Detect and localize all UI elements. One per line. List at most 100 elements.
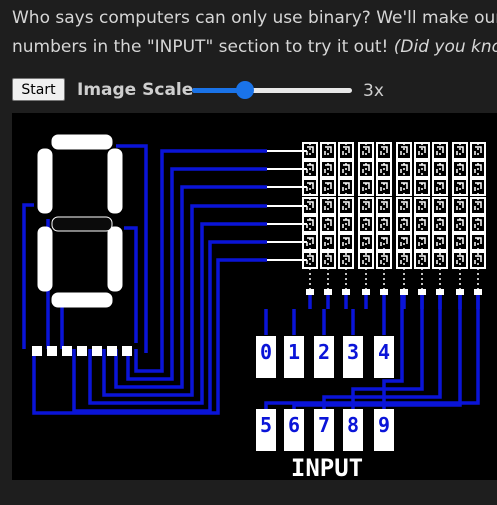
input-digit-1[interactable]: 1	[284, 336, 304, 378]
input-digit-2-label: 2	[318, 340, 330, 364]
output-pin	[436, 289, 444, 295]
output-pin	[474, 289, 482, 295]
segment-e	[37, 226, 53, 292]
matrix-gate	[362, 219, 370, 228]
input-digit-2[interactable]: 2	[314, 336, 334, 378]
matrix-cell	[396, 160, 412, 178]
matrix-cell	[432, 215, 448, 233]
matrix-cell	[396, 142, 412, 160]
matrix-gate	[362, 237, 370, 246]
output-pin	[306, 289, 314, 295]
matrix-gate	[456, 201, 464, 210]
matrix-gate	[306, 201, 314, 210]
output-pin	[418, 289, 426, 295]
input-digit-3[interactable]: 3	[343, 336, 363, 378]
matrix-gate	[436, 146, 444, 155]
matrix-cell	[338, 178, 354, 196]
output-pin	[342, 289, 350, 295]
wire-link-5	[124, 226, 138, 343]
matrix-cell	[338, 197, 354, 215]
image-scale-slider[interactable]	[192, 80, 354, 100]
input-digit-1-body	[284, 336, 304, 378]
matrix-cell	[320, 160, 336, 178]
matrix-cell	[376, 233, 392, 251]
input-digit-8-label: 8	[347, 413, 359, 437]
segment-pin-0	[32, 346, 42, 356]
matrix-cell	[470, 215, 486, 233]
intro-line-1: Who says computers can only use binary? …	[12, 8, 497, 28]
matrix-cell	[432, 142, 448, 160]
matrix-gate	[380, 182, 388, 191]
slider-thumb[interactable]	[235, 81, 254, 99]
input-digit-8[interactable]: 8	[343, 409, 363, 451]
matrix-cell	[376, 197, 392, 215]
input-digit-0[interactable]: 0	[256, 336, 276, 378]
segment-a	[51, 134, 113, 150]
matrix-gate	[324, 255, 332, 264]
input-digit-9-label: 9	[378, 413, 390, 437]
input-digit-9-body	[374, 409, 394, 451]
matrix-gate	[400, 255, 408, 264]
wire-btn-6	[292, 293, 462, 409]
decoder-matrix	[267, 142, 486, 291]
matrix-cell	[470, 142, 486, 160]
segment-pin-5	[107, 346, 117, 356]
input-digit-3-body	[343, 336, 363, 378]
intro-line-2-aside: (Did you know	[393, 37, 497, 57]
controls-bar: Start Image Scale 3x	[12, 77, 492, 104]
output-pin	[456, 289, 464, 295]
input-digit-2-body	[314, 336, 334, 378]
matrix-cell	[414, 215, 430, 233]
segment-pin-3	[77, 346, 87, 356]
matrix-cell	[320, 233, 336, 251]
input-digit-7-label: 7	[318, 413, 330, 437]
input-digit-6[interactable]: 6	[284, 409, 304, 451]
matrix-gate	[362, 164, 370, 173]
matrix-gate	[474, 146, 482, 155]
matrix-cell	[470, 160, 486, 178]
wire-seg-a	[134, 149, 267, 373]
matrix-cell	[320, 197, 336, 215]
segment-pin-6	[122, 346, 132, 356]
matrix-cell	[452, 142, 468, 160]
wire-btn-9	[382, 293, 404, 409]
matrix-cell	[376, 142, 392, 160]
input-digit-4-label: 4	[378, 340, 390, 364]
matrix-gate	[342, 255, 350, 264]
matrix-gate	[362, 255, 370, 264]
segment-pin-1	[47, 346, 57, 356]
matrix-cell	[320, 142, 336, 160]
input-digit-4[interactable]: 4	[374, 336, 394, 378]
input-digit-5[interactable]: 5	[256, 409, 276, 451]
matrix-gate	[362, 146, 370, 155]
start-button[interactable]: Start	[12, 78, 65, 101]
input-digit-7[interactable]: 7	[314, 409, 334, 451]
matrix-gate	[400, 237, 408, 246]
wire-seg-e	[88, 222, 267, 405]
input-digit-0-body	[256, 336, 276, 378]
matrix-gate	[400, 201, 408, 210]
matrix-gate	[474, 164, 482, 173]
matrix-cell	[452, 233, 468, 251]
wire-seg-f	[72, 240, 267, 413]
input-label: INPUT	[291, 454, 363, 480]
matrix-gate	[324, 219, 332, 228]
input-digit-9[interactable]: 9	[374, 409, 394, 451]
segment-g	[51, 216, 113, 232]
matrix-cell	[358, 233, 374, 251]
matrix-cell	[432, 178, 448, 196]
matrix-cell	[396, 233, 412, 251]
matrix-cell	[338, 160, 354, 178]
input-digit-0-label: 0	[260, 340, 272, 364]
output-pin	[362, 289, 370, 295]
segment-d	[51, 292, 113, 308]
matrix-cell	[320, 178, 336, 196]
segment-b	[107, 148, 123, 214]
output-pins	[306, 289, 482, 295]
matrix-cell	[470, 178, 486, 196]
matrix-cell	[302, 160, 318, 178]
matrix-cell	[376, 178, 392, 196]
matrix-cell	[376, 215, 392, 233]
